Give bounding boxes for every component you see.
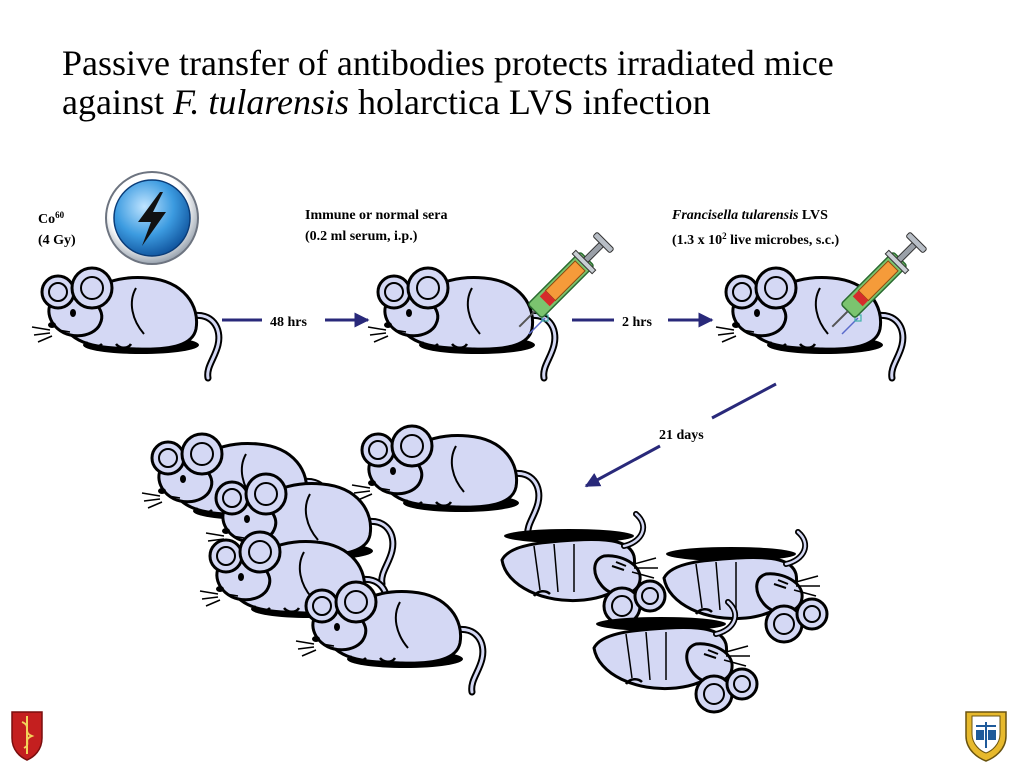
mouse-serum-treated [368,268,555,378]
medical-caduceus-shield-icon [11,711,43,761]
title-line-2-pre: against [62,82,173,122]
institute-shield-icon [965,711,1007,762]
title-organism: F. tularensis [172,82,350,122]
sera-line-2: (0.2 ml serum, i.p.) [305,229,418,244]
infection-dose-pre: (1.3 x 10 [672,233,723,248]
arrow-label-2hrs: 2 hrs [622,315,652,330]
arrow-21days-head [584,444,661,488]
infection-dose-exp: 2 [722,231,727,241]
infection-label: Francisella tularensis LVS (1.3 x 102 li… [672,205,839,251]
radiation-icon-group [105,171,199,265]
infection-line-1: Francisella tularensis LVS [672,205,839,226]
infection-strain: LVS [798,208,828,223]
irradiation-isotope: 60 [55,210,65,220]
dead-mice-group [502,514,827,712]
surviving-mouse [296,582,483,692]
slide-title: Passive transfer of antibodies protects … [62,44,992,122]
arrow-21days-tail [711,382,777,420]
title-line-2: against F. tularensis holarctica LVS inf… [62,83,992,122]
title-line-2-post: holarctica LVS infection [349,82,711,122]
irradiation-dose: (4 Gy) [38,233,76,248]
infection-organism: Francisella tularensis [672,208,799,223]
sera-label: Immune or normal sera (0.2 ml serum, i.p… [305,205,447,247]
infection-dose-post: live microbes, s.c.) [726,233,840,248]
arrow-label-21days: 21 days [659,428,704,443]
lightning-bolt-icon [138,192,166,246]
arrow-label-48hrs: 48 hrs [270,315,307,330]
sera-line-1: Immune or normal sera [305,208,448,223]
surviving-mice-group [142,426,539,692]
mouse-irradiated [32,268,219,378]
irradiation-element: Co [38,212,56,227]
irradiation-label: Co60 (4 Gy) [38,205,76,251]
title-line-1: Passive transfer of antibodies protects … [62,43,834,83]
irradiation-source: Co60 [38,205,76,230]
infection-line-2: (1.3 x 102 live microbes, s.c.) [672,226,839,251]
